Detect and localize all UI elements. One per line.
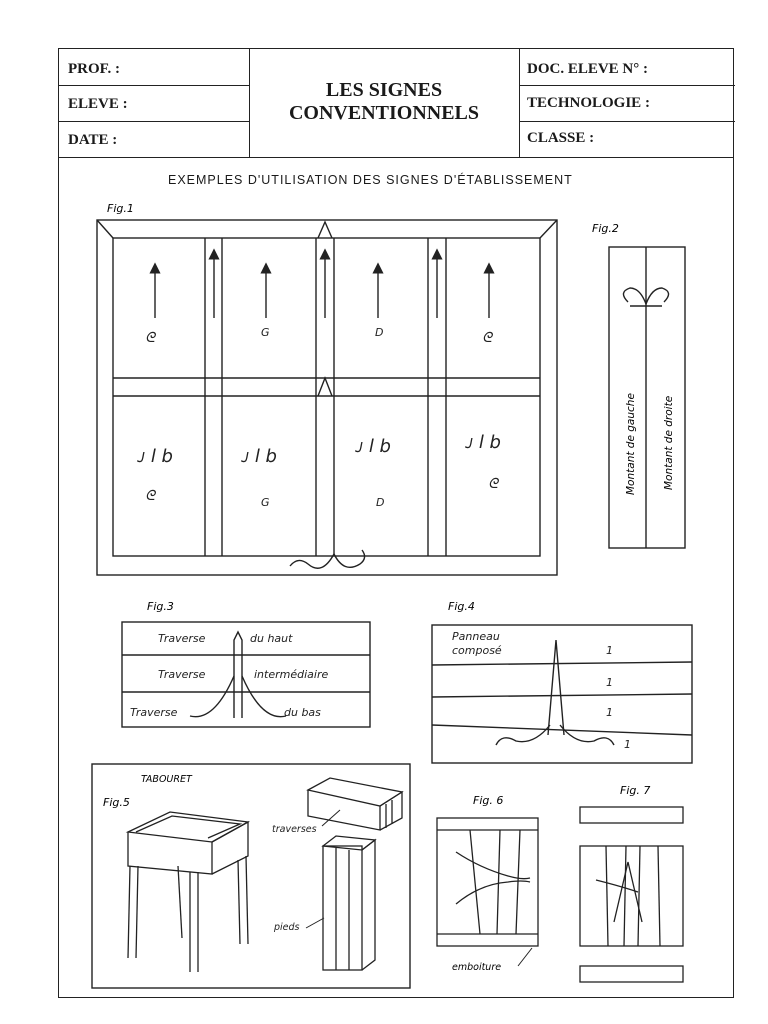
fig2-stiles (608, 246, 686, 549)
fig2-label: Fig.2 (592, 222, 619, 235)
fig3-row3-a: Traverse (130, 706, 178, 719)
fig2-right-text: Montant de droite (663, 396, 675, 490)
fig7-panel (579, 806, 684, 983)
title-line-1: LES SIGNES (325, 79, 443, 101)
fig6-label: Fig. 6 (473, 794, 503, 807)
fig1-door-frame (96, 219, 558, 576)
classe-label: CLASSE : (527, 130, 595, 146)
fig6-emboiture: emboiture (452, 962, 501, 973)
fig5-stool (125, 811, 251, 972)
date-label: DATE : (68, 132, 118, 148)
fig2-left-text: Montant de gauche (625, 393, 637, 495)
fig5-legs-stack (321, 835, 377, 971)
doc-eleve-label: DOC. ELEVE N° : (527, 61, 649, 77)
fig5-rails-stack (306, 777, 404, 831)
fig6-panel (436, 817, 539, 947)
section-subtitle: EXEMPLES D'UTILISATION DES SIGNES D'ÉTAB… (168, 173, 573, 187)
svg-text:ᴊ l b: ᴊ l b (355, 436, 391, 457)
fig4-mark-1: 1 (606, 644, 613, 657)
fig5-frame (91, 763, 411, 989)
fig3-row2-a: Traverse (158, 668, 206, 681)
fig4-mark-3: 1 (606, 706, 613, 719)
fig1-lower-letter-3: D (376, 496, 384, 509)
fig1-lower-letter-2: G (261, 496, 270, 509)
fig5-tabouret: TABOURET (141, 774, 193, 785)
fig4-label: Fig.4 (448, 600, 475, 613)
fig4-mark-4: 1 (624, 738, 631, 751)
fig3-row2-b: intermédiaire (254, 668, 328, 681)
fig1-label: Fig.1 (107, 202, 134, 215)
fig5-pieds: pieds (273, 922, 300, 933)
svg-text:ᘓ: ᘓ (488, 476, 500, 492)
svg-text:ᴊ l b: ᴊ l b (137, 446, 173, 467)
fig4-panel (431, 624, 693, 764)
technologie-label: TECHNOLOGIE : (527, 95, 650, 111)
fig3-row3-b: du bas (284, 706, 321, 719)
fig3-row1-b: du haut (250, 632, 293, 645)
fig5-traverses: traverses (272, 824, 317, 835)
fig1-upper-letter-2: G (261, 326, 270, 339)
fig3-row1-a: Traverse (158, 632, 206, 645)
fig3-label: Fig.3 (147, 600, 174, 613)
prof-label: PROF. : (68, 61, 120, 77)
fig1-upper-letter-3: D (375, 326, 383, 339)
svg-text:ᴊ l b: ᴊ l b (241, 446, 277, 467)
svg-text:ᘓ: ᘓ (482, 330, 494, 346)
eleve-label: ELEVE : (68, 96, 128, 112)
fig4-panneau-line1: Panneau (452, 630, 500, 643)
fig1-letters: G D G D (261, 326, 384, 509)
svg-text:ᴊ l b: ᴊ l b (465, 432, 501, 453)
fig4-panneau-line2: composé (452, 644, 502, 657)
svg-text:ᘓ: ᘓ (145, 488, 157, 504)
title-line-2: CONVENTIONNELS (288, 102, 480, 124)
worksheet: PROF. : ELEVE : DATE : LES SIGNES CONVEN… (58, 48, 735, 998)
page-title: LES SIGNES CONVENTIONNELS (249, 79, 519, 125)
fig3-rails (121, 621, 371, 728)
fig7-label: Fig. 7 (620, 784, 650, 797)
fig4-mark-2: 1 (606, 676, 613, 689)
fig5-label: Fig.5 (103, 796, 130, 809)
header-table: PROF. : ELEVE : DATE : LES SIGNES CONVEN… (59, 49, 735, 158)
svg-text:ᘓ: ᘓ (145, 330, 157, 346)
